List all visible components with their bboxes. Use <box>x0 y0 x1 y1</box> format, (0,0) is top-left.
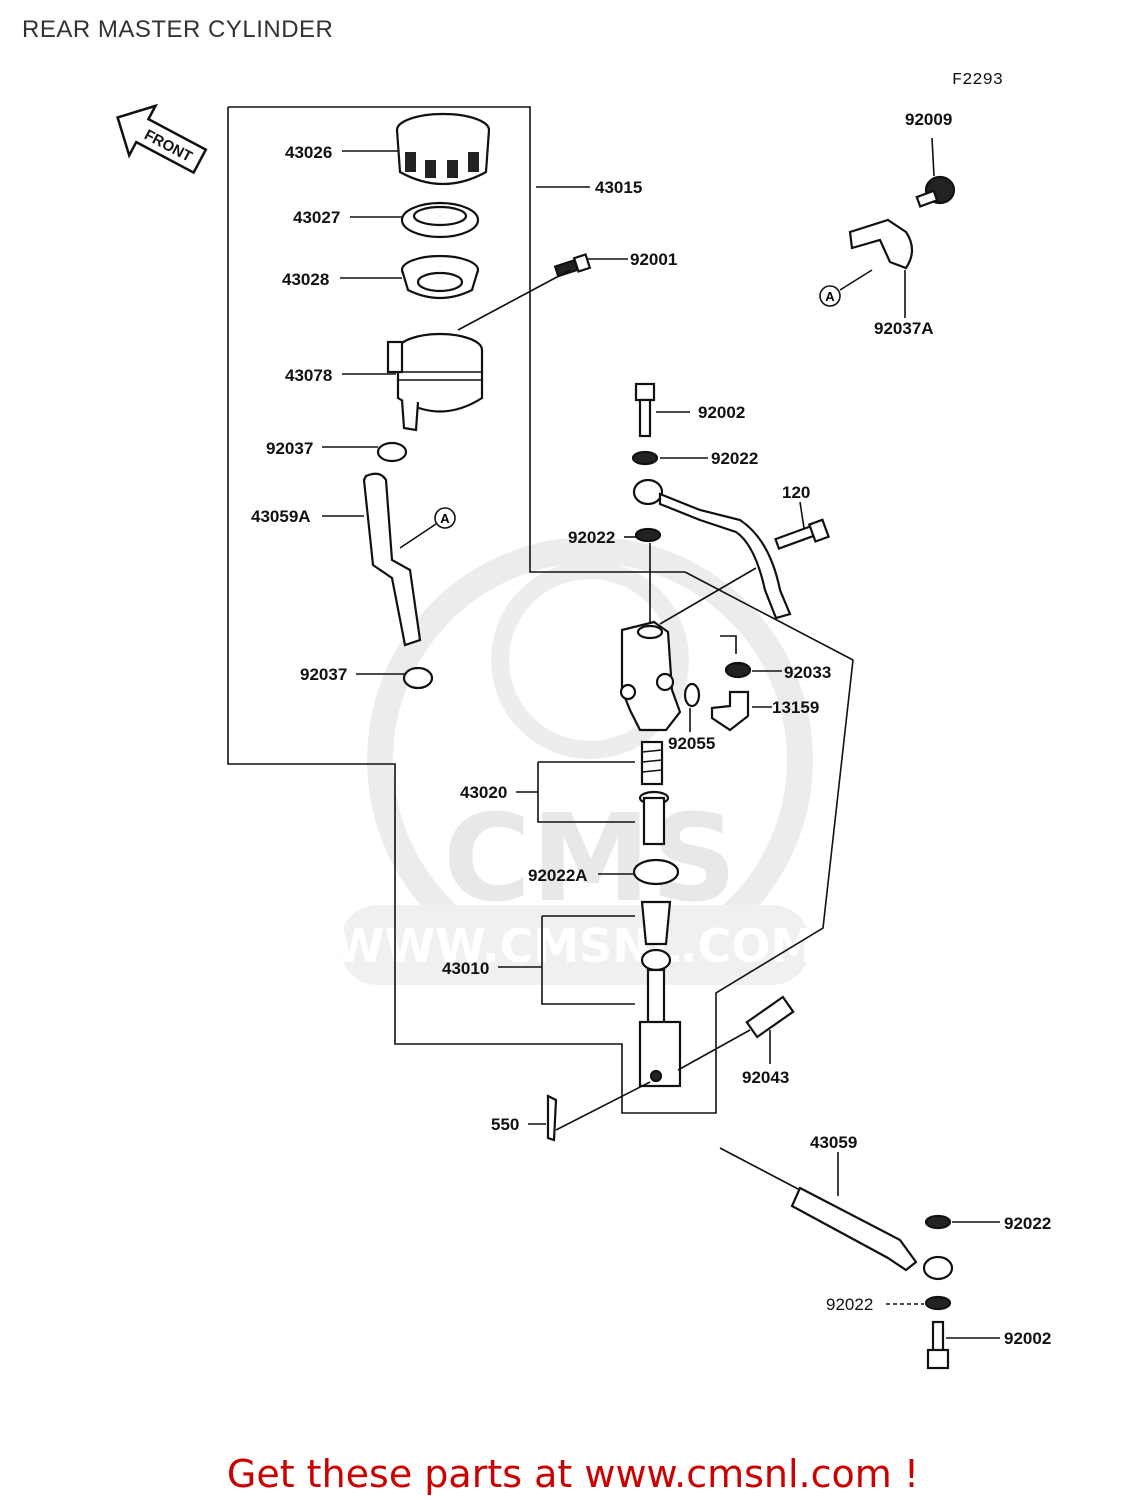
svg-text:A: A <box>440 511 450 526</box>
part-label: 43015 <box>595 178 642 197</box>
callout-a-clamp: A <box>819 285 841 307</box>
diaphragm-part <box>400 254 480 300</box>
part-label: 92037A <box>874 319 934 338</box>
part-label: 43026 <box>285 143 332 162</box>
reservoir-part <box>386 332 484 432</box>
figure-code: F2293 <box>952 71 1003 90</box>
banjo-bolt-upper-part <box>634 382 656 438</box>
part-label: 92022 <box>568 528 615 547</box>
fitting-13159-part <box>710 690 750 732</box>
part-label: 92037 <box>266 439 313 458</box>
cap-plate-part <box>400 201 480 239</box>
cotter-pin-550-part <box>546 1094 558 1142</box>
screw-part <box>553 253 592 278</box>
part-label: 92022 <box>826 1295 873 1314</box>
o-ring-part <box>683 682 701 708</box>
part-label: 92001 <box>630 250 677 269</box>
banjo-bolt-lower-part <box>926 1320 950 1370</box>
part-label: 43078 <box>285 366 332 385</box>
page-title: REAR MASTER CYLINDER <box>22 16 334 43</box>
assembly-boundary <box>227 107 854 1114</box>
part-label: 92002 <box>1004 1329 1051 1348</box>
pin-92043-part <box>745 995 795 1039</box>
clamp-bolt-part <box>915 175 956 208</box>
watermark: CMS WWW.CMSNL.COM <box>334 537 817 985</box>
washer-lower-part <box>634 527 662 543</box>
part-label: 43059 <box>810 1133 857 1152</box>
reservoir-cap-part <box>395 112 491 186</box>
part-label: 92055 <box>668 734 715 753</box>
part-label: 92033 <box>784 663 831 682</box>
part-label: 43020 <box>460 783 507 802</box>
washer-92033-part <box>724 661 752 679</box>
part-label: 13159 <box>772 698 819 717</box>
washer-upper-part <box>631 450 659 466</box>
master-cylinder-body-part <box>619 620 682 732</box>
washer-lower-2-part <box>924 1295 952 1311</box>
assembly-boundary-top <box>228 106 685 573</box>
part-label: 92043 <box>742 1068 789 1087</box>
callout-92033-bracket <box>720 635 737 654</box>
banjo-fitting-part <box>632 478 792 620</box>
part-label: 92037 <box>300 665 347 684</box>
footer-link[interactable]: Get these parts at www.cmsnl.com ! <box>226 1452 920 1496</box>
lower-banjo-part <box>922 1255 954 1281</box>
part-label: 43027 <box>293 208 340 227</box>
reservoir-hose-part <box>362 472 422 647</box>
part-label: 92022A <box>528 866 588 885</box>
part-label: 43028 <box>282 270 329 289</box>
watermark-url: WWW.CMSNL.COM <box>334 919 817 973</box>
piston-part <box>638 790 670 846</box>
hose-clamp-upper-part <box>376 441 408 463</box>
part-label: 43059A <box>251 507 311 526</box>
washer-lower-1-part <box>924 1214 952 1230</box>
part-label: 92022 <box>1004 1214 1051 1233</box>
part-label: 550 <box>491 1115 519 1134</box>
circlip-92022a-part <box>632 858 680 886</box>
boot-part <box>640 900 672 946</box>
part-label: 43010 <box>442 959 489 978</box>
bolt-120-part <box>774 518 831 550</box>
spring-part <box>640 740 664 786</box>
part-label: 120 <box>782 483 810 502</box>
push-rod-part <box>638 948 682 1088</box>
hose-clamp-bracket-part <box>848 218 914 270</box>
svg-text:A: A <box>825 289 835 304</box>
front-arrow-icon: FRONT <box>116 103 208 175</box>
part-label: 92009 <box>905 110 952 129</box>
callout-a-hose: A <box>434 507 456 529</box>
part-label: 92002 <box>698 403 745 422</box>
part-label: 92022 <box>711 449 758 468</box>
brake-hose-part <box>790 1186 918 1272</box>
hose-clamp-lower-part <box>402 666 434 690</box>
